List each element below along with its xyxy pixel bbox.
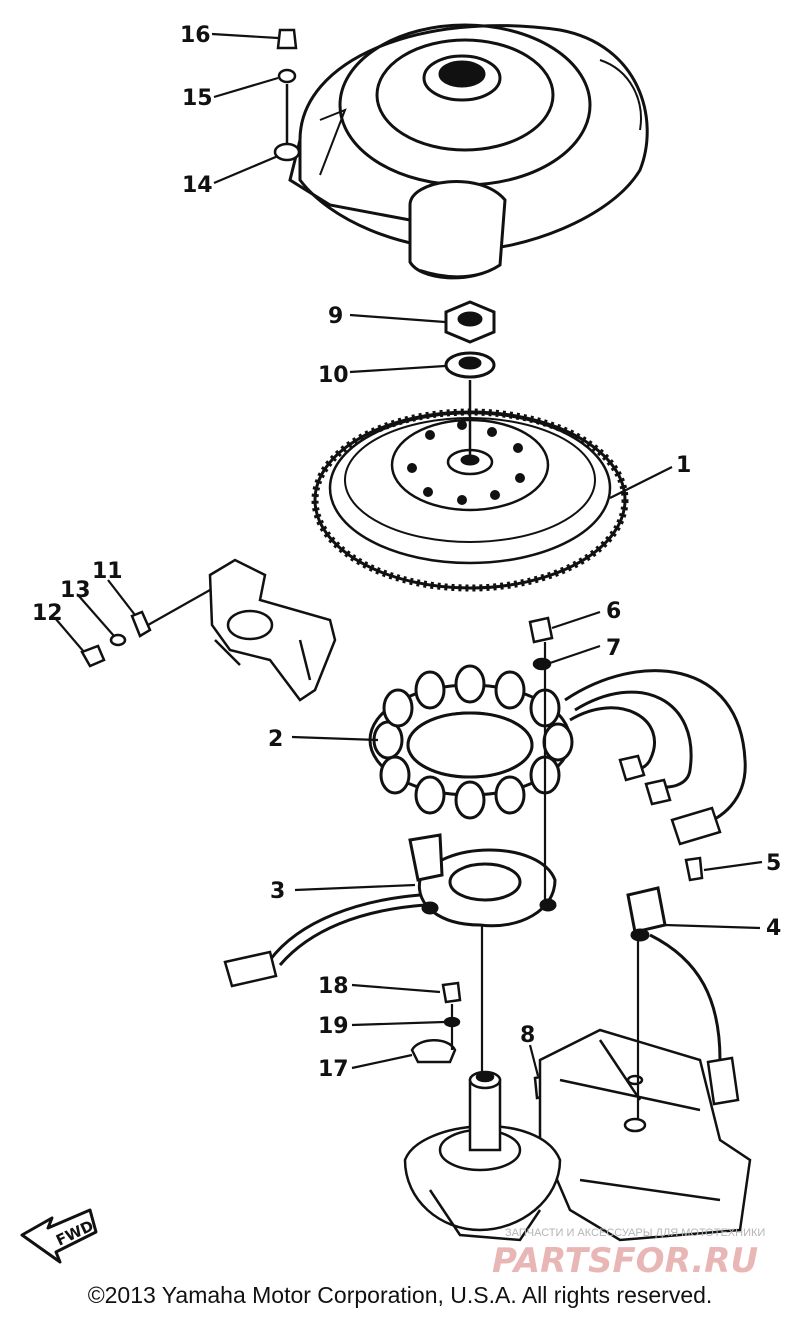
pulser-connector — [223, 950, 278, 988]
callout-6: 6 — [606, 599, 621, 624]
callout-11: 11 — [92, 559, 123, 584]
callout-10: 10 — [318, 363, 349, 388]
callout-14: 14 — [182, 173, 213, 198]
bolt-5 — [684, 856, 704, 882]
crankcase — [403, 1028, 752, 1242]
flywheel-washer-10 — [444, 351, 496, 379]
callout-9: 9 — [328, 304, 343, 329]
callout-13: 13 — [60, 578, 91, 603]
watermark-brand: PARTSFOR.RU — [492, 1241, 758, 1281]
ignition-part-4 — [626, 886, 667, 942]
leader-lines — [54, 32, 763, 1077]
callout-16: 16 — [180, 23, 211, 48]
washer-13 — [109, 633, 127, 647]
pulser-wires — [268, 893, 426, 966]
clip-11 — [130, 610, 152, 638]
callout-labels: 16 15 14 9 10 1 11 13 12 6 7 2 3 5 4 18 … — [32, 23, 781, 1082]
callout-1: 1 — [676, 453, 691, 478]
callout-3: 3 — [270, 879, 285, 904]
callout-8: 8 — [520, 1023, 535, 1048]
bolt-6 — [528, 616, 554, 644]
washer-7 — [532, 657, 552, 671]
callout-12: 12 — [32, 601, 63, 626]
callout-2: 2 — [268, 727, 283, 752]
cover-bolt-16 — [273, 28, 301, 162]
explode-lines — [147, 589, 640, 1120]
callout-7: 7 — [606, 636, 621, 661]
bracket-11 — [208, 558, 337, 702]
callout-19: 19 — [318, 1014, 349, 1039]
fwd-arrow: FWD — [20, 1208, 98, 1264]
coil-connector — [706, 1056, 740, 1106]
watermark-subtitle: ЗАПЧАСТИ И АКСЕССУАРЫ ДЛЯ МОТОТЕХНИКИ — [505, 1227, 765, 1239]
pulser-coil-3 — [408, 833, 557, 928]
callout-4: 4 — [766, 916, 781, 941]
watermark: ЗАПЧАСТИ И АКСЕССУАРЫ ДЛЯ МОТОТЕХНИКИ PA… — [492, 1227, 765, 1281]
stator-connectors — [618, 754, 722, 846]
screw-12 — [80, 644, 106, 668]
copyright-notice: ©2013 Yamaha Motor Corporation, U.S.A. A… — [87, 1282, 713, 1308]
callout-18: 18 — [318, 974, 349, 999]
callout-15: 15 — [182, 86, 213, 111]
stator-2 — [368, 664, 574, 820]
flywheel-nut-9 — [444, 300, 496, 344]
clamp-17 — [410, 1039, 457, 1064]
callout-5: 5 — [766, 851, 781, 876]
flywheel-cover — [288, 23, 649, 280]
callout-17: 17 — [318, 1057, 349, 1082]
screw-18 — [441, 981, 462, 1004]
